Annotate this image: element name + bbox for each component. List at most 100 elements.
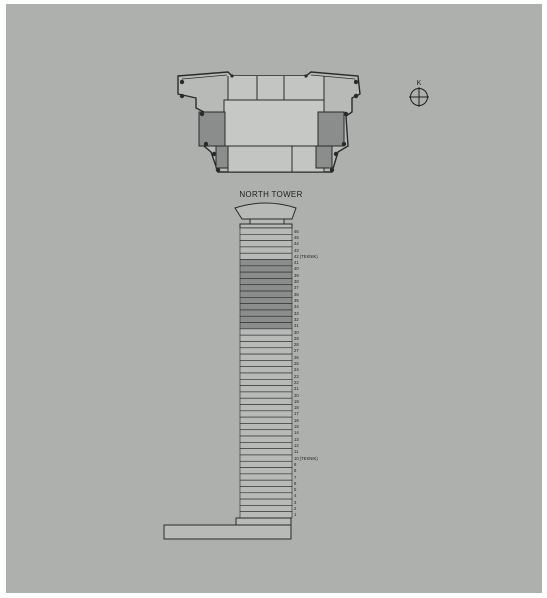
floor-31: [239, 322, 293, 330]
floor-label: 32: [294, 316, 299, 322]
floor-15: [239, 423, 293, 431]
floor-45: [239, 234, 293, 241]
floor-35: [239, 297, 293, 304]
floor-42: [239, 252, 293, 260]
floor-9: [239, 460, 293, 468]
floor-label: 19: [294, 398, 299, 404]
floor-plan-west-lower: [215, 145, 229, 169]
floor-label: 20: [294, 392, 299, 398]
floor-20: [239, 391, 293, 399]
floor-plan-west-wing: [198, 111, 226, 147]
tower-base: [163, 517, 292, 540]
floor-label: 41: [294, 260, 299, 266]
floor-label: 46: [294, 228, 299, 234]
floor-43: [239, 246, 293, 254]
floor-label: 42 (TEKNIK): [294, 253, 318, 259]
floor-plan-upper-band: [227, 76, 325, 101]
floor-19: [239, 397, 293, 405]
floor-37: [239, 284, 293, 292]
floor-label: 4: [294, 493, 297, 499]
floor-1: [239, 511, 293, 519]
floor-label: 9: [294, 461, 297, 467]
floor-label: 15: [294, 424, 299, 430]
floor-label: 34: [294, 304, 299, 310]
floor-label: 44: [294, 241, 299, 247]
floor-label: 22: [294, 379, 299, 385]
floor-label: 5: [294, 487, 297, 493]
floor-41: [239, 259, 293, 267]
floor-label: 23: [294, 373, 299, 379]
floor-label: 43: [294, 247, 299, 253]
floor-label: 2: [294, 506, 297, 512]
floor-12: [239, 442, 293, 449]
floor-28: [239, 341, 293, 349]
floor-32: [239, 315, 293, 323]
floor-label: 24: [294, 367, 299, 373]
floor-44: [239, 240, 293, 248]
floor-label: 31: [294, 323, 299, 329]
floor-label: 37: [294, 285, 299, 291]
floor-label: 45: [294, 234, 299, 240]
diagram-svg: [163, 71, 429, 540]
floor-label: 3: [294, 499, 297, 505]
floor-label: 7: [294, 474, 297, 480]
floor-21: [239, 385, 293, 393]
floor-30: [239, 328, 293, 336]
floor-label: 25: [294, 361, 299, 367]
floor-plan-columns: [179, 74, 359, 173]
floor-4: [239, 492, 293, 500]
floor-label: 17: [294, 411, 299, 417]
floor-plan: [177, 71, 361, 173]
floor-label: 36: [294, 291, 299, 297]
floor-22: [239, 378, 293, 386]
floor-8: [239, 467, 293, 475]
floor-label: 1: [294, 512, 297, 518]
floor-38: [239, 278, 293, 286]
floor-11: [239, 448, 293, 456]
floor-plan-east-lower: [315, 145, 333, 169]
floor-label: 40: [294, 266, 299, 272]
tower-cap: [239, 223, 293, 229]
floor-26: [239, 353, 293, 361]
floor-25: [239, 360, 293, 367]
floor-46: [239, 227, 293, 235]
floor-7: [239, 473, 293, 481]
floor-24: [239, 366, 293, 374]
floor-plan-east-wing: [317, 111, 345, 147]
floor-label: 29: [294, 335, 299, 341]
floor-label: 38: [294, 279, 299, 285]
floor-36: [239, 290, 293, 298]
floor-33: [239, 309, 293, 317]
floor-14: [239, 429, 293, 437]
floor-label: 33: [294, 310, 299, 316]
floor-plan-lower-band: [227, 145, 325, 173]
floor-label: 18: [294, 405, 299, 411]
floor-label: 13: [294, 436, 299, 442]
floor-label: 8: [294, 468, 297, 474]
floor-label: 16: [294, 417, 299, 423]
floor-stack: [239, 227, 293, 519]
floor-5: [239, 486, 293, 494]
floor-label: 14: [294, 430, 299, 436]
floor-label: 6: [294, 480, 297, 486]
floor-3: [239, 498, 293, 506]
floor-label: 12: [294, 443, 299, 448]
compass-label: K: [416, 80, 422, 87]
floor-16: [239, 416, 293, 424]
floor-label: 10 (TEKNIK): [294, 455, 318, 461]
floor-39: [239, 271, 293, 279]
floor-label: 35: [294, 298, 299, 303]
floor-6: [239, 479, 293, 487]
floor-13: [239, 435, 293, 443]
tower-title: NORTH TOWER: [239, 190, 303, 199]
floor-plan-core: [223, 99, 325, 147]
floor-27: [239, 347, 293, 355]
floor-29: [239, 334, 293, 342]
floor-2: [239, 505, 293, 512]
floor-label: 27: [294, 348, 299, 354]
floor-17: [239, 410, 293, 418]
floor-label: 28: [294, 342, 299, 348]
tower-crown: [234, 202, 297, 225]
floor-label: 39: [294, 272, 299, 278]
